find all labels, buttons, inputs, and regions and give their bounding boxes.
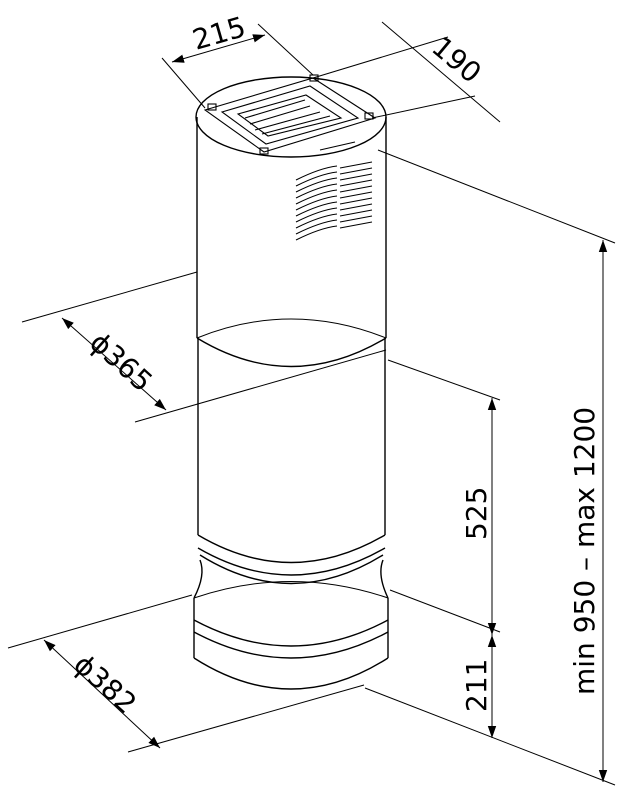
dim-215: 215	[189, 10, 249, 56]
dim-211: 211	[460, 659, 493, 712]
vent-grille	[295, 161, 373, 241]
dim-total-height: min 950 – max 1200	[568, 407, 601, 695]
top-mounting-frame	[203, 74, 377, 155]
dim-diameter-365: ϕ365	[83, 326, 159, 399]
dim-190: 190	[426, 30, 488, 90]
dimension-lines	[7, 21, 616, 786]
dim-diameter-382: ϕ382	[67, 648, 143, 721]
dim-525: 525	[460, 487, 493, 540]
hood-body	[193, 76, 389, 690]
